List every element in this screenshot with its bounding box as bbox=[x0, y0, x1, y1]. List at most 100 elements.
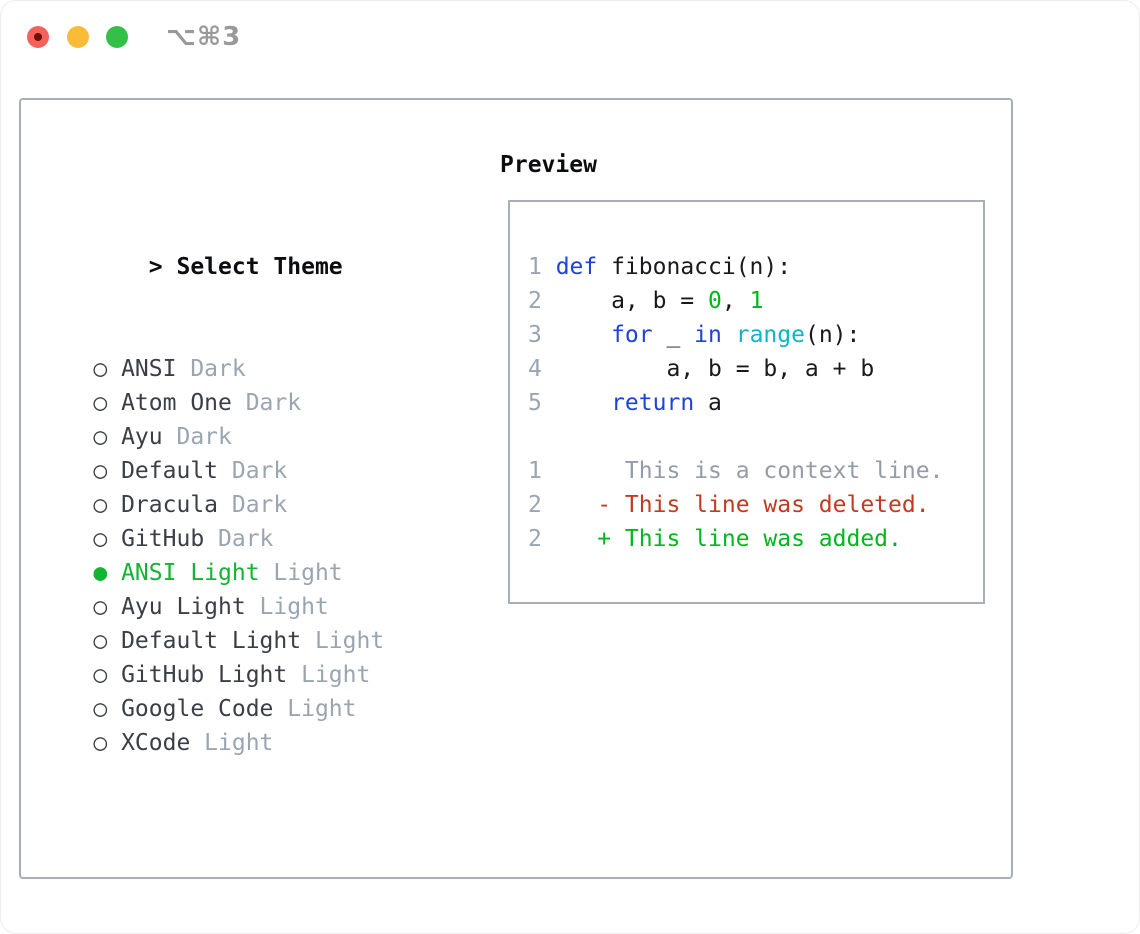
code-token: fibonacci(n): bbox=[597, 254, 792, 280]
theme-option-ayu-light[interactable]: ○ Ayu Light Light bbox=[38, 556, 426, 620]
code-token: in bbox=[694, 322, 722, 348]
theme-option-dracula[interactable]: ○ Dracula Dark bbox=[38, 454, 426, 518]
code-token: return bbox=[611, 390, 695, 416]
option-label: Dracula bbox=[121, 492, 219, 518]
theme-option-ansi-light[interactable]: ● ANSI Light Light bbox=[38, 522, 426, 586]
option-tag: Dark bbox=[245, 390, 302, 416]
option-tag: Light bbox=[287, 696, 357, 722]
option-tag: Light bbox=[273, 560, 343, 586]
option-tag: Dark bbox=[176, 424, 232, 450]
code-token: _ bbox=[652, 322, 695, 348]
line-number: 3 bbox=[528, 322, 542, 348]
option-tag: Dark bbox=[231, 458, 288, 484]
radio-icon: ○ bbox=[93, 492, 108, 518]
apply-to-header: Apply To bbox=[38, 896, 426, 930]
code-token: for bbox=[611, 322, 653, 348]
option-label: ANSI Light bbox=[121, 560, 260, 586]
theme-option-atom-one[interactable]: ○ Atom One Dark bbox=[38, 352, 426, 416]
code-token: , bbox=[721, 288, 750, 314]
code-token: This is a context line. bbox=[555, 458, 944, 484]
code-token: a bbox=[694, 390, 722, 416]
code-line: 1 def fibonacci(n): bbox=[528, 250, 943, 284]
code-line: 2 + This line was added. bbox=[528, 522, 943, 556]
option-tag: Light bbox=[301, 662, 371, 688]
code-token: def bbox=[555, 254, 598, 280]
line-number: 2 bbox=[528, 288, 542, 314]
titlebar: ⌥⌘3 bbox=[0, 0, 1140, 74]
theme-option-default[interactable]: ○ Default Dark bbox=[38, 420, 426, 484]
code-line: 3 for _ in range(n): bbox=[528, 318, 943, 352]
radio-icon: ○ bbox=[93, 662, 108, 688]
code-line bbox=[528, 420, 943, 454]
theme-option-xcode[interactable]: ○ XCode Light bbox=[38, 692, 426, 756]
code-line: 2 - This line was deleted. bbox=[528, 488, 943, 522]
radio-icon: ● bbox=[93, 560, 108, 586]
radio-icon: ○ bbox=[93, 526, 108, 552]
option-label: Default Light bbox=[121, 628, 302, 654]
option-label: Ayu Light bbox=[121, 594, 246, 620]
code-token: a, b = bbox=[555, 288, 709, 314]
option-tag: Light bbox=[259, 594, 329, 620]
option-tag: Dark bbox=[231, 492, 288, 518]
option-label: GitHub Light bbox=[121, 662, 288, 688]
line-number: 1 bbox=[528, 254, 542, 280]
preview-title: Preview bbox=[500, 152, 597, 178]
option-label: Google Code bbox=[121, 696, 274, 722]
close-button[interactable] bbox=[27, 26, 49, 48]
theme-option-ansi[interactable]: ○ ANSI Dark bbox=[38, 318, 426, 382]
theme-option-google-code[interactable]: ○ Google Code Light bbox=[38, 658, 426, 722]
option-label: Default bbox=[121, 458, 219, 484]
option-label: Ayu bbox=[121, 424, 163, 450]
prompt-icon: > bbox=[148, 254, 163, 280]
code-token: 0 bbox=[708, 288, 722, 314]
select-theme-title: Select Theme bbox=[176, 254, 343, 280]
theme-option-github[interactable]: ○ GitHub Dark bbox=[38, 488, 426, 552]
line-number: 2 bbox=[528, 492, 542, 518]
radio-icon: ○ bbox=[93, 356, 108, 382]
option-tag: Dark bbox=[190, 356, 246, 382]
close-button-dot-icon bbox=[34, 33, 42, 41]
select-theme-header: > Select Theme bbox=[38, 216, 426, 280]
code-line: 2 a, b = 0, 1 bbox=[528, 284, 943, 318]
radio-icon: ○ bbox=[93, 594, 108, 620]
theme-option-github-light[interactable]: ○ GitHub Light Light bbox=[38, 624, 426, 688]
radio-icon: ○ bbox=[93, 390, 108, 416]
line-number: 4 bbox=[528, 356, 542, 382]
code-token: range bbox=[735, 322, 805, 348]
line-number: 2 bbox=[528, 526, 542, 552]
code-line: 5 return a bbox=[528, 386, 943, 420]
window-title: ⌥⌘3 bbox=[166, 22, 242, 52]
option-label: XCode bbox=[121, 730, 191, 756]
radio-icon: ○ bbox=[93, 730, 108, 756]
minimize-button[interactable] bbox=[67, 26, 89, 48]
radio-icon: ○ bbox=[93, 424, 108, 450]
code-line: 1 This is a context line. bbox=[528, 454, 943, 488]
code-token bbox=[722, 322, 736, 348]
theme-option-ayu[interactable]: ○ Ayu Dark bbox=[38, 386, 426, 450]
radio-icon: ○ bbox=[93, 628, 108, 654]
line-number: 5 bbox=[528, 390, 542, 416]
option-label: GitHub bbox=[121, 526, 205, 552]
maximize-button[interactable] bbox=[106, 26, 128, 48]
option-tag: Light bbox=[314, 628, 385, 654]
code-token bbox=[556, 322, 611, 348]
code-token bbox=[556, 390, 611, 416]
code-token: 1 bbox=[749, 288, 764, 314]
code-token: - This line was deleted. bbox=[555, 492, 930, 518]
code-token: a, b = b, a + b bbox=[555, 356, 875, 382]
radio-icon: ○ bbox=[93, 458, 108, 484]
theme-option-default-light[interactable]: ○ Default Light Light bbox=[38, 590, 426, 654]
option-label: Atom One bbox=[121, 390, 232, 416]
spacer bbox=[38, 794, 426, 828]
option-label: ANSI bbox=[121, 356, 177, 382]
code-token: (n): bbox=[804, 322, 861, 348]
option-tag: Dark bbox=[218, 526, 274, 552]
code-line: 4 a, b = b, a + b bbox=[528, 352, 943, 386]
code-token: + This line was added. bbox=[555, 526, 902, 552]
